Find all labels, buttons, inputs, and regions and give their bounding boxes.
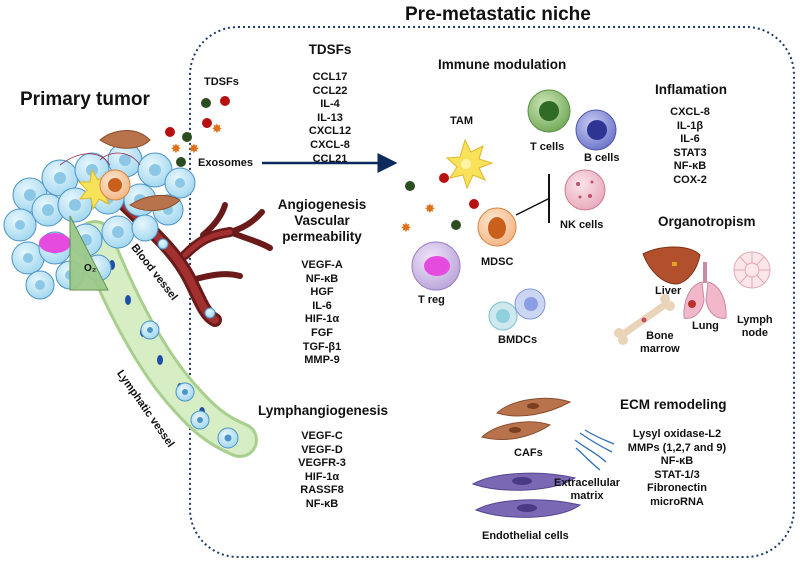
lymphangiogenesis-item: HIF-1α: [304, 470, 340, 483]
t-reg-label: T reg: [418, 294, 445, 306]
mdsc-label: MDSC: [481, 256, 514, 268]
lymphangiogenesis-item: VEGF-C: [301, 430, 343, 442]
cafs-label: CAFs: [514, 447, 543, 459]
inflamation-heading: Inflamation: [655, 82, 728, 97]
niche-frame: [189, 26, 795, 558]
inflamation-item: COX-2: [673, 173, 707, 186]
ecm-remodeling-heading: ECM remodeling: [620, 397, 727, 412]
lymphangiogenesis-item: RASSF8: [300, 484, 344, 497]
svg-text:✸: ✸: [171, 141, 182, 156]
b-cells-label: B cells: [584, 152, 620, 164]
lymphangiogenesis-heading: Lymphangiogenesis: [257, 403, 389, 418]
svg-text:✸: ✸: [401, 220, 412, 235]
immune-modulation-heading: Immune modulation: [438, 57, 567, 72]
t-cells-label: T cells: [530, 141, 565, 153]
svg-text:✸: ✸: [425, 201, 436, 216]
angiogenesis-item: VEGF-A: [301, 259, 343, 271]
organotropism-heading: Organotropism: [658, 214, 756, 229]
tdsfs-item: CXCL12: [308, 125, 352, 138]
angiogenesis-list: VEGF-A NF-κB HGF IL-6 HIF-1α FGF TGF-β1 …: [282, 259, 362, 368]
exosomes-label: Exosomes: [198, 157, 254, 169]
tdsfs-item: CCL21: [312, 152, 348, 165]
inflamation-list: CXCL-8 IL-1β IL-6 STAT3 NF-κB COX-2: [650, 106, 730, 188]
inflamation-item: IL-6: [680, 133, 700, 146]
tdsfs-item: IL-4: [320, 98, 340, 111]
ecm-list: Lysyl oxidase-L2 MMPs (1,2,7 and 9) NF-κ…: [612, 428, 742, 510]
tdsfs-item: IL-13: [317, 111, 343, 124]
liver-label: Liver: [655, 285, 682, 297]
tdsfs-item: CXCL-8: [310, 138, 350, 151]
tam-label: TAM: [450, 115, 474, 127]
ecm-item: NF-κB: [660, 455, 694, 468]
ecm-item: Fibronectin: [647, 482, 707, 495]
tdsfs-item: CCL17: [312, 71, 348, 83]
lymph-node-label: Lymph node: [737, 314, 773, 339]
tdsfs-list: CCL17 CCL22 IL-4 IL-13 CXCL12 CXCL-8 CCL…: [290, 71, 370, 166]
nk-cell: [564, 169, 606, 211]
inflamation-item: IL-1β: [676, 119, 704, 132]
lymphangiogenesis-item: NF-κB: [305, 497, 339, 510]
angiogenesis-item: MMP-9: [304, 354, 340, 367]
inflamation-item: NF-κB: [673, 160, 707, 173]
angiogenesis-item: IL-6: [312, 299, 332, 312]
svg-text:✸: ✸: [212, 121, 223, 136]
page-title: Pre-metastatic niche: [405, 4, 591, 25]
ecm-item: STAT-1/3: [654, 468, 700, 481]
extracellular-matrix-fibers: [574, 429, 615, 471]
o2-gradient-triangle: [69, 215, 109, 291]
angiogenesis-item: FGF: [311, 326, 333, 339]
tdsfs-heading: TDSFs: [308, 42, 352, 57]
angiogenesis-item: HGF: [310, 286, 334, 299]
angiogenesis-heading: Angiogenesis Vascular permeability: [277, 197, 367, 244]
primary-tumor-label: Primary tumor: [20, 89, 150, 110]
nk-cells-label: NK cells: [560, 219, 604, 231]
angiogenesis-item: TGF-β1: [302, 340, 342, 353]
lung-icon: [683, 262, 727, 319]
angiogenesis-item: HIF-1α: [304, 313, 340, 326]
lymphangiogenesis-list: VEGF-C VEGF-D VEGFR-3 HIF-1α RASSF8 NF-κ…: [282, 430, 362, 512]
angiogenesis-item: NF-κB: [305, 272, 339, 285]
tdsfs-item: CCL22: [312, 84, 348, 97]
niche-dots: ✸ ✸: [401, 173, 479, 235]
endothelial-cells-label: Endothelial cells: [482, 530, 569, 542]
tdsfs-small-label: TDSFs: [204, 76, 239, 88]
ecm-item: MMPs (1,2,7 and 9): [627, 441, 727, 454]
exosome-dots: ✸ ✸ ✸: [165, 96, 230, 167]
lymphangiogenesis-item: VEGFR-3: [298, 457, 346, 470]
lymphatic-vessel: [77, 220, 258, 458]
inflamation-item: STAT3: [673, 146, 707, 159]
liver-icon: [642, 246, 701, 285]
lung-label: Lung: [692, 320, 719, 332]
o2-label: O₂: [84, 263, 97, 274]
ecm-item: microRNA: [650, 495, 704, 508]
bone-icon: [614, 294, 675, 345]
extracellular-matrix-label: Extracellular matrix: [554, 477, 621, 502]
bone-marrow-label: Bone marrow: [640, 330, 680, 355]
lymphangiogenesis-item: VEGF-D: [301, 443, 343, 456]
ecm-item: Lysyl oxidase-L2: [632, 428, 722, 440]
lymph-node-icon: [733, 251, 771, 289]
bmdcs-label: BMDCs: [498, 334, 538, 346]
inflamation-item: CXCL-8: [670, 106, 710, 118]
svg-text:✸: ✸: [189, 141, 200, 156]
